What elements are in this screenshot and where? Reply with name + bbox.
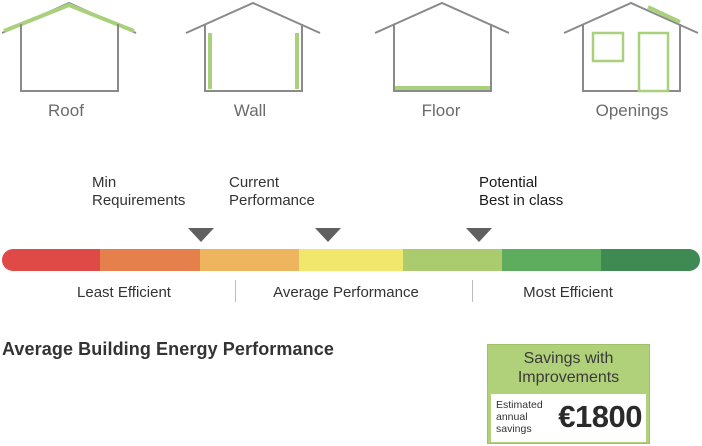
savings-small-line2: annual	[496, 411, 528, 423]
roof-house-icon	[0, 0, 140, 96]
scale-segment-4	[299, 249, 403, 271]
chart-subtitle: Average Building Energy Performance	[2, 339, 334, 359]
scale-segment-7	[601, 249, 700, 271]
house-label-openings: Openings	[595, 101, 669, 120]
savings-small-line1: Estimated	[496, 399, 543, 411]
savings-title: Savings with Improvements	[488, 349, 649, 387]
min-requirements-marker	[188, 228, 214, 242]
potential-label: Potential Best in class	[479, 174, 563, 210]
house-label-floor: Floor	[421, 101, 461, 120]
current-performance-line1: Current	[229, 174, 280, 191]
most-efficient-label: Most Efficient	[523, 284, 613, 301]
savings-box: Savings with Improvements Estimated annu…	[487, 344, 650, 444]
house-label-wall: Wall	[233, 101, 267, 120]
current-performance-marker	[315, 228, 341, 242]
openings-house-icon	[562, 0, 702, 96]
scale-segment-3	[200, 249, 299, 271]
wall-house-icon	[184, 0, 324, 96]
potential-line2: Best in class	[479, 192, 564, 209]
scale-divider-right	[472, 280, 473, 302]
savings-title-line2: Improvements	[517, 369, 620, 386]
current-performance-label: Current Performance	[229, 174, 315, 210]
min-requirements-line2: Requirements	[92, 192, 186, 209]
potential-marker	[466, 228, 492, 242]
savings-body: Estimated annual savings €1800	[491, 394, 646, 442]
min-requirements-label: Min Requirements	[92, 174, 185, 210]
scale-segment-2	[100, 249, 200, 271]
savings-amount: €1800	[558, 399, 642, 434]
house-label-roof: Roof	[48, 101, 84, 120]
current-performance-line2: Performance	[229, 192, 315, 209]
scale-segment-5	[403, 249, 502, 271]
scale-segment-6	[502, 249, 601, 271]
energy-scale-bar	[2, 249, 700, 271]
scale-divider-left	[235, 280, 236, 302]
min-requirements-line1: Min	[92, 174, 117, 191]
least-efficient-label: Least Efficient	[77, 284, 171, 301]
estimated-annual-savings-label: Estimated annual savings	[496, 399, 543, 435]
scale-segment-1	[2, 249, 100, 271]
savings-title-line1: Savings with	[523, 350, 614, 367]
average-performance-label: Average Performance	[273, 284, 419, 301]
potential-line1: Potential	[479, 174, 538, 191]
savings-small-line3: savings	[496, 423, 532, 435]
floor-house-icon	[373, 0, 513, 96]
